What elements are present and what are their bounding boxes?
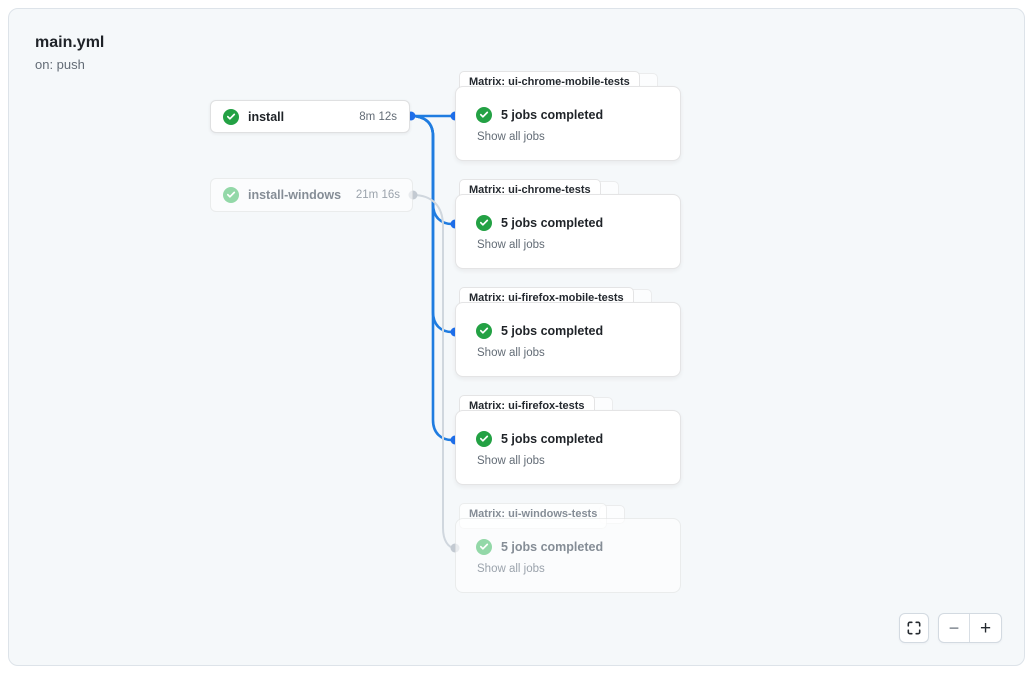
matrix-summary-row: 5 jobs completed (476, 107, 666, 123)
matrix-group-ui-firefox-mobile-tests: Matrix: ui-firefox-mobile-tests 5 jobs c… (455, 287, 681, 377)
workflow-title: main.yml (35, 34, 105, 51)
zoom-control-group: − + (938, 613, 1002, 643)
matrix-summary-label: 5 jobs completed (501, 432, 604, 446)
matrix-card[interactable]: 5 jobs completed Show all jobs (455, 86, 681, 161)
workflow-trigger: on: push (35, 57, 85, 73)
matrix-group-ui-chrome-tests: Matrix: ui-chrome-tests 5 jobs completed… (455, 179, 681, 269)
show-all-jobs-link[interactable]: Show all jobs (477, 347, 545, 359)
matrix-summary-row: 5 jobs completed (476, 215, 666, 231)
show-all-jobs-link[interactable]: Show all jobs (477, 131, 545, 143)
matrix-card[interactable]: 5 jobs completed Show all jobs (455, 194, 681, 269)
matrix-summary-row: 5 jobs completed (476, 323, 666, 339)
zoom-in-button[interactable]: + (970, 614, 1001, 642)
matrix-summary-label: 5 jobs completed (501, 540, 604, 554)
zoom-out-button[interactable]: − (939, 614, 970, 642)
matrix-card[interactable]: 5 jobs completed Show all jobs (455, 302, 681, 377)
matrix-summary-label: 5 jobs completed (501, 216, 604, 230)
matrix-summary-label: 5 jobs completed (501, 324, 604, 338)
job-label: install (248, 109, 285, 124)
success-check-icon (476, 107, 492, 123)
fullscreen-icon (907, 621, 921, 635)
matrix-group-ui-chrome-mobile-tests: Matrix: ui-chrome-mobile-tests 5 jobs co… (455, 71, 681, 161)
matrix-summary-label: 5 jobs completed (501, 108, 604, 122)
job-node-install[interactable]: install 8m 12s (210, 100, 410, 133)
matrix-group-ui-windows-tests: Matrix: ui-windows-tests 5 jobs complete… (455, 503, 681, 593)
matrix-card[interactable]: 5 jobs completed Show all jobs (455, 518, 681, 593)
job-duration: 21m 16s (355, 189, 400, 201)
job-node-install-windows[interactable]: install-windows 21m 16s (210, 178, 413, 212)
success-check-icon (476, 323, 492, 339)
matrix-group-ui-firefox-tests: Matrix: ui-firefox-tests 5 jobs complete… (455, 395, 681, 485)
fullscreen-button[interactable] (899, 613, 929, 643)
workflow-header: main.yml on: push (35, 33, 104, 72)
success-check-icon (476, 215, 492, 231)
job-label: install-windows (248, 188, 342, 202)
matrix-card[interactable]: 5 jobs completed Show all jobs (455, 410, 681, 485)
graph-controls: − + (899, 613, 1002, 643)
show-all-jobs-link[interactable]: Show all jobs (477, 563, 545, 575)
show-all-jobs-link[interactable]: Show all jobs (477, 239, 545, 251)
matrix-summary-row: 5 jobs completed (476, 539, 666, 555)
show-all-jobs-link[interactable]: Show all jobs (477, 455, 545, 467)
success-check-icon (476, 539, 492, 555)
job-duration: 8m 12s (359, 110, 397, 123)
success-check-icon (223, 108, 239, 125)
matrix-summary-row: 5 jobs completed (476, 431, 666, 447)
success-check-icon (476, 431, 492, 447)
success-check-icon (223, 187, 239, 203)
